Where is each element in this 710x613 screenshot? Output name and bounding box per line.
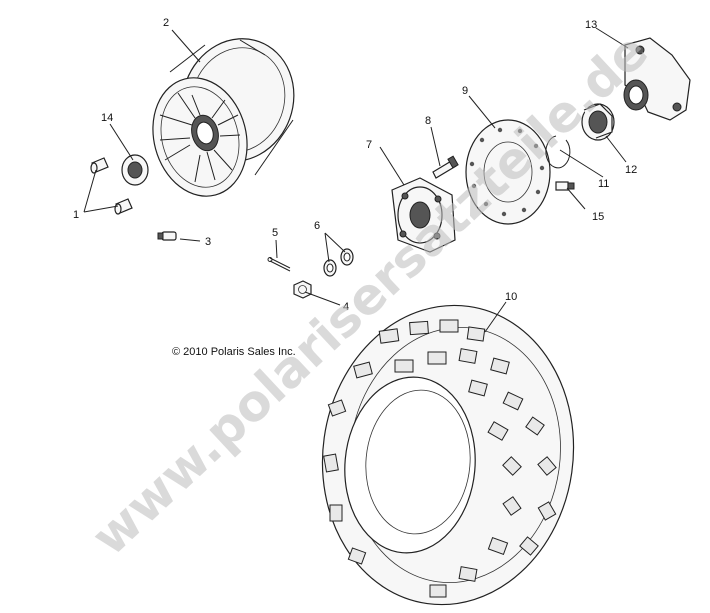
castle-nut <box>293 280 312 299</box>
retaining-ring <box>545 135 571 169</box>
callout-2: 2 <box>163 17 169 29</box>
callout-7: 7 <box>366 139 372 151</box>
knuckle-bearing <box>581 103 615 141</box>
washers <box>323 248 354 277</box>
cotter-pin <box>267 257 291 272</box>
callout-8: 8 <box>425 115 431 127</box>
brake-disc <box>465 119 551 225</box>
copyright-notice: © 2010 Polaris Sales Inc. <box>172 346 296 358</box>
callout-10: 10 <box>505 291 517 303</box>
tire <box>321 304 575 606</box>
callout-3: 3 <box>205 236 211 248</box>
callout-13: 13 <box>585 19 597 31</box>
callout-11: 11 <box>598 178 609 190</box>
wheel-rim <box>152 38 295 197</box>
valve-stem <box>157 231 177 241</box>
hub-stud <box>432 155 459 179</box>
leader-lines <box>83 27 629 333</box>
steering-knuckle <box>623 37 691 121</box>
callout-1: 1 <box>73 209 79 221</box>
caliper-bolt <box>555 181 575 191</box>
wheel-hub <box>391 177 456 253</box>
callout-5: 5 <box>272 227 278 239</box>
callout-14: 14 <box>101 112 113 124</box>
callout-labels: 2 14 1 3 5 6 4 7 8 9 11 12 13 15 10 <box>73 17 637 313</box>
callout-9: 9 <box>462 85 468 97</box>
wheel-bearing <box>121 154 149 186</box>
callout-4: 4 <box>343 301 349 313</box>
callout-12: 12 <box>625 164 637 176</box>
callout-15: 15 <box>592 211 604 223</box>
callout-6: 6 <box>314 220 320 232</box>
